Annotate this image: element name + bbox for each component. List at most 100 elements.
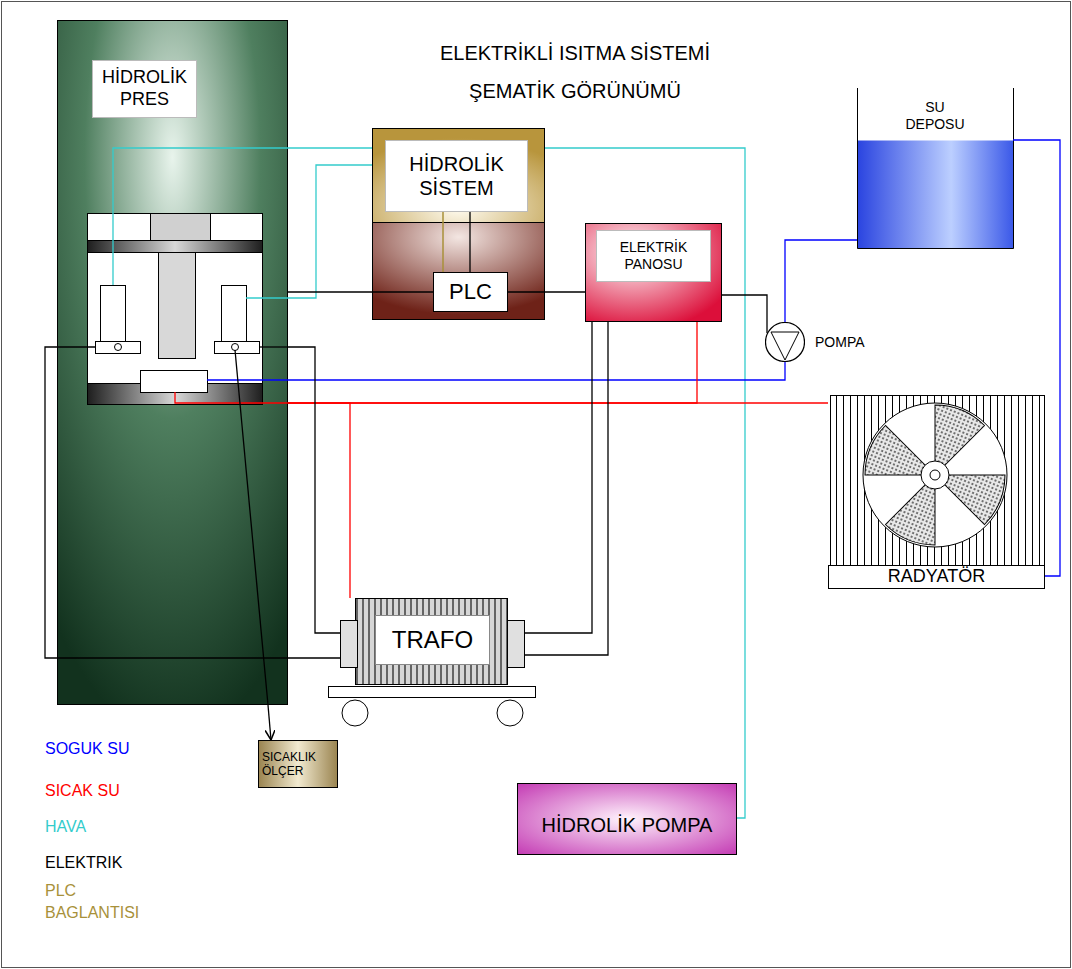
legend-text: HAVA bbox=[45, 816, 155, 838]
pump-triangle bbox=[771, 332, 799, 360]
label-frame: SICAKLIK ÖLÇER bbox=[258, 740, 338, 788]
legend-text: ELEKTRIK bbox=[45, 852, 155, 874]
label-frame: HİDROLİK SİSTEM bbox=[385, 140, 528, 212]
fan-blades bbox=[860, 400, 1010, 550]
power-cable bbox=[508, 291, 585, 292]
transformer-terminal bbox=[341, 621, 358, 668]
node-label: ELEKTRİK PANOSU bbox=[596, 230, 711, 282]
press-frame bbox=[88, 214, 263, 405]
plc-cable-inner bbox=[469, 212, 470, 272]
cold-water-pipe bbox=[1013, 140, 1060, 576]
tank-outline bbox=[858, 88, 1014, 249]
air-line bbox=[545, 148, 745, 818]
legend-entry: HAVA bbox=[45, 816, 155, 838]
fan-hub bbox=[921, 461, 949, 489]
transformer-core bbox=[356, 599, 508, 685]
temperature-gauge: SICAKLIK ÖLÇER bbox=[258, 740, 338, 788]
cold-water-pipe bbox=[288, 362, 785, 380]
air-line-inner bbox=[113, 148, 288, 285]
node-label: HİDROLİK PRES bbox=[92, 60, 197, 118]
hot-water-pipe bbox=[288, 322, 697, 403]
sensor-arrow bbox=[268, 705, 271, 740]
node-label: HİDROLİK SİSTEM bbox=[385, 140, 528, 212]
label-frame: SU DEPOSU bbox=[897, 94, 973, 138]
clamp-pin bbox=[115, 344, 122, 351]
legend-entry: ELEKTRIK bbox=[45, 852, 155, 874]
power-cable-inner bbox=[260, 346, 288, 347]
hydraulic-pump: HİDROLİK POMPA bbox=[517, 783, 737, 855]
label-frame: TRAFO bbox=[375, 615, 490, 665]
water-tank: SU DEPOSU bbox=[857, 88, 1013, 248]
label-frame: RADYATÖR bbox=[828, 565, 1045, 589]
legend-entry: SOGUK SU bbox=[45, 738, 155, 760]
power-cable bbox=[525, 322, 608, 655]
cold-water-pipe bbox=[785, 240, 857, 322]
node-label: POMPA bbox=[811, 332, 869, 352]
heater-element bbox=[141, 371, 208, 393]
electrode-clamp bbox=[215, 342, 260, 354]
node-label: SICAKLIK ÖLÇER bbox=[258, 740, 338, 788]
electrode-clamp bbox=[96, 342, 141, 354]
legend-text: PLC BAGLANTISI bbox=[45, 880, 155, 924]
panel-body bbox=[586, 224, 722, 322]
label-frame: ELEKTRİK PANOSU bbox=[596, 230, 711, 282]
plc-box: PLC bbox=[433, 272, 508, 312]
sensor-line-inner bbox=[235, 350, 268, 705]
air-cylinder bbox=[101, 286, 126, 344]
gauge-body bbox=[259, 741, 338, 788]
node-label: PLC bbox=[434, 273, 507, 311]
cold-water-inner bbox=[207, 379, 288, 380]
transformer-terminal bbox=[508, 621, 525, 668]
press-box: HİDROLİK PRES bbox=[57, 20, 288, 705]
node-label: HİDROLİK POMPA bbox=[517, 795, 737, 855]
tank-water bbox=[858, 141, 1014, 249]
air-cylinder bbox=[222, 286, 247, 344]
pump-symbol: POMPA bbox=[765, 322, 805, 362]
node-label: SU DEPOSU bbox=[897, 94, 973, 138]
transformer: TRAFO bbox=[340, 598, 525, 685]
diagram-title: ELEKTRİKLİ ISITMA SİSTEMİ ŞEMATİK GÖRÜNÜ… bbox=[410, 34, 740, 110]
power-cable bbox=[45, 347, 340, 658]
radiator-grille bbox=[831, 396, 1045, 566]
hot-water-inner bbox=[175, 392, 288, 403]
legend-entry: SICAK SU bbox=[45, 780, 155, 802]
radiator: RADYATÖR bbox=[828, 395, 1045, 588]
fan-axle bbox=[930, 470, 940, 480]
system-top bbox=[373, 129, 545, 223]
legend-text: SICAK SU bbox=[45, 780, 155, 802]
press-ram-block bbox=[151, 214, 211, 241]
hydraulic-system-box: HİDROLİK SİSTEM PLC bbox=[372, 128, 545, 320]
cart-wheel bbox=[497, 700, 523, 726]
legend-text: SOGUK SU bbox=[45, 738, 155, 760]
power-cable-inner bbox=[57, 346, 95, 347]
plc-link-inner bbox=[442, 212, 444, 272]
power-cable bbox=[288, 347, 340, 633]
pump-outline bbox=[765, 322, 805, 362]
label-frame: POMPA bbox=[811, 332, 869, 352]
press-top-bar bbox=[88, 241, 263, 253]
power-cable bbox=[288, 291, 433, 292]
press-body bbox=[58, 21, 288, 705]
cart-wheel bbox=[342, 700, 368, 726]
node-label: RADYATÖR bbox=[828, 565, 1045, 589]
hot-water-pipe bbox=[288, 403, 350, 598]
hydraulic-pump-body bbox=[518, 784, 737, 855]
connector-group bbox=[45, 140, 1060, 818]
title-frame: ELEKTRİKLİ ISITMA SİSTEMİ ŞEMATİK GÖRÜNÜ… bbox=[410, 34, 740, 110]
electric-panel-box: ELEKTRİK PANOSU bbox=[585, 223, 722, 322]
clamp-pin bbox=[232, 344, 239, 351]
node-label: TRAFO bbox=[375, 615, 490, 665]
air-line-inner bbox=[246, 297, 288, 298]
power-cable bbox=[525, 322, 592, 633]
label-frame: PLC bbox=[434, 273, 507, 311]
label-frame: HİDROLİK PRES bbox=[92, 60, 197, 118]
system-bottom bbox=[373, 223, 545, 320]
transformer-cart bbox=[329, 687, 536, 698]
air-line bbox=[288, 165, 372, 298]
press-ram bbox=[159, 253, 196, 359]
